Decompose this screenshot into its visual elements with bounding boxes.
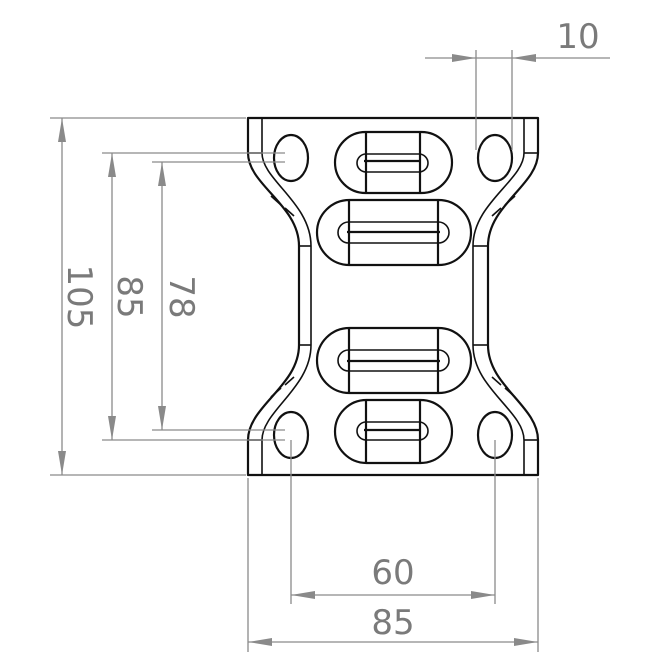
dimension-hole-horizontal-spacing: 60 [290, 440, 496, 604]
inner-bend-left [261, 118, 312, 475]
slot-4 [333, 398, 454, 465]
dimension-label-10: 10 [556, 17, 599, 57]
mounting-hole-top-right [476, 133, 514, 183]
mounting-hole-top-left [272, 133, 310, 183]
slot-1 [333, 130, 454, 195]
dimension-label-78: 78 [161, 275, 201, 318]
slot-3 [315, 326, 473, 395]
inner-bend-right [472, 118, 525, 475]
slot-2 [315, 198, 473, 267]
dimension-hole-vertical-outer: 85 [102, 152, 285, 441]
dimension-label-60: 60 [371, 553, 414, 593]
dimension-overall-width: 85 [247, 478, 539, 652]
dimension-hole-width: 10 [425, 17, 610, 150]
dimension-overall-height: 105 [50, 117, 246, 476]
bracket-part [246, 116, 540, 477]
dimension-label-85-horizontal: 85 [371, 603, 414, 643]
bend-lines [248, 152, 538, 441]
dimension-label-105: 105 [59, 265, 99, 330]
dimension-label-85-vertical: 85 [109, 275, 149, 318]
dimension-hole-vertical-center: 78 [152, 161, 285, 431]
outer-outline [246, 116, 540, 477]
